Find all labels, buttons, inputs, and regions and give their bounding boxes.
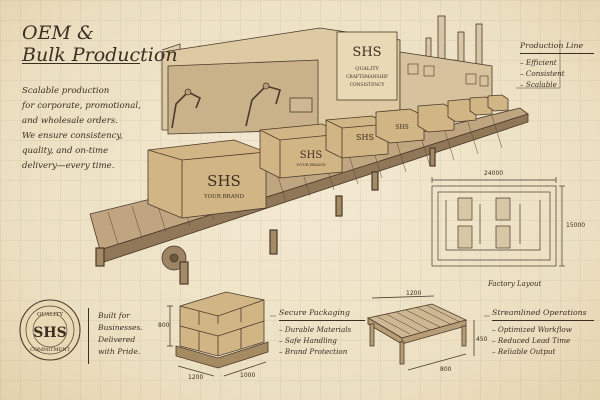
secure-packaging-heading: Secure Packaging — [279, 308, 350, 317]
built-line: with Pride. — [98, 347, 141, 356]
building-sign-panel — [336, 31, 398, 101]
title-underline — [22, 63, 140, 64]
streamlined-item: – Reliable Output — [492, 346, 556, 356]
intro-line: quality, and on-time — [22, 146, 109, 156]
conveyor-leg — [95, 247, 105, 267]
box — [469, 96, 493, 116]
factory-hall — [167, 59, 319, 135]
box-label-tagline: YOUR BRAND — [203, 194, 245, 200]
box-label-tagline-small: YOUR BRAND — [295, 162, 325, 167]
divider — [88, 308, 89, 364]
page-title: OEM & Bulk Production — [22, 22, 178, 66]
building-sign-brand: SHS — [352, 45, 381, 60]
seal-brand: SHS — [33, 325, 66, 341]
seal-bottom-text: COMMITMENT — [30, 347, 71, 353]
roller-width-dim: 800 — [440, 366, 452, 373]
production-line-callout: Production Line – Efficient – Consistent… — [520, 40, 594, 90]
roller-conveyor — [366, 303, 468, 365]
production-line-item: – Consistent — [520, 68, 565, 78]
production-line-item: – Efficient — [520, 57, 557, 67]
building-sign-line2: CRAFTSMANSHIP — [346, 75, 388, 80]
secure-packaging-callout: Secure Packaging – Durable Materials – S… — [279, 307, 365, 357]
box-label-brand: SHS — [207, 172, 241, 190]
seal-top-text: QUALITY — [37, 312, 63, 318]
conveyor-leg — [371, 171, 379, 191]
packaging-item: – Brand Protection — [279, 346, 348, 356]
title-line-1: OEM & — [22, 22, 94, 44]
conveyor-leg — [335, 195, 343, 217]
packaging-item: – Safe Handling — [279, 335, 337, 345]
streamlined-operations-callout: Streamlined Operations – Optimized Workf… — [492, 307, 594, 357]
factory-layout-label: Factory Layout — [488, 280, 542, 288]
box — [417, 103, 455, 133]
streamlined-item: – Reduced Lead Time — [492, 335, 571, 345]
built-line: Delivered — [98, 335, 136, 344]
streamlined-heading: Streamlined Operations — [492, 308, 587, 317]
control-console — [289, 97, 313, 113]
building-sign-line1: QUALITY — [355, 66, 379, 72]
box-label-brand-small: SHS — [395, 124, 408, 131]
layout-height-dim: 15000 — [566, 222, 586, 229]
roller-height-dim: 450 — [476, 336, 488, 343]
box-large — [147, 139, 267, 219]
intro-line: We ensure consistency, — [22, 131, 123, 141]
roller-length-dim: 1200 — [406, 290, 422, 297]
streamlined-item: – Optimized Workflow — [492, 324, 572, 334]
intro-line: and wholesale orders. — [22, 116, 119, 126]
building-sign-line3: CONSISTENCY — [350, 83, 385, 88]
intro-paragraph: Scalable production for corporate, promo… — [22, 84, 172, 174]
layout-width-dim: 24000 — [484, 170, 504, 177]
box — [447, 98, 477, 123]
box-label-brand-small: SHS — [300, 150, 323, 161]
pallet-width-dim: 1000 — [240, 372, 256, 379]
production-line-heading: Production Line — [520, 41, 584, 50]
built-tagline: Built for Businesses. Delivered with Pri… — [98, 310, 143, 358]
pallet-height-dim: 800 — [158, 322, 170, 329]
title-line-2: Bulk Production — [22, 44, 178, 66]
production-line-item: – Scalable — [520, 79, 557, 89]
quality-seal — [19, 299, 81, 361]
factory-layout-plan — [431, 177, 565, 267]
conveyor-leg — [269, 229, 278, 255]
packaging-item: – Durable Materials — [279, 324, 352, 334]
built-line: Businesses. — [98, 323, 143, 332]
intro-line: Scalable production — [22, 86, 110, 96]
built-line: Built for — [98, 311, 130, 320]
box-label-brand-small: SHS — [356, 133, 374, 142]
intro-line: for corporate, promotional, — [22, 101, 141, 111]
pallet-length-dim: 1200 — [188, 374, 204, 381]
intro-line: delivery—every time. — [22, 161, 115, 171]
conveyor-leg — [179, 261, 189, 285]
box — [375, 108, 425, 144]
pallet-stack — [175, 291, 269, 369]
conveyor-leg — [429, 147, 436, 167]
box — [487, 94, 509, 112]
